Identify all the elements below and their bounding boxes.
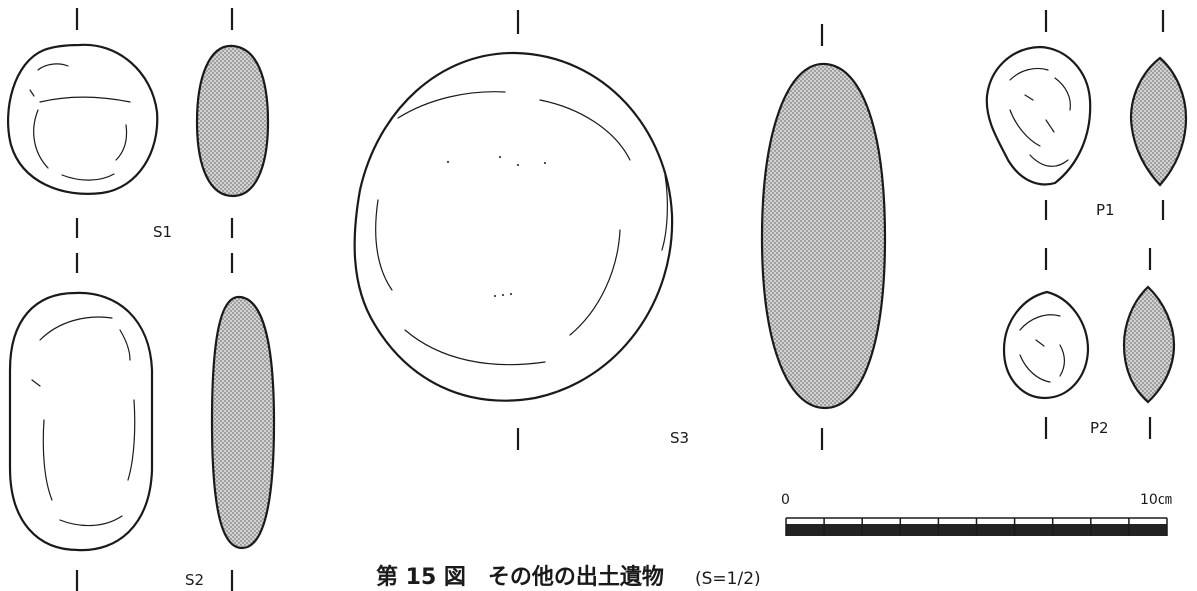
artifact-p2: P2 (1002, 248, 1176, 439)
artifact-p1: P1 (985, 10, 1188, 220)
s1-label: S1 (153, 223, 172, 241)
s1-plan-outline (7, 43, 159, 195)
s1-axis-ticks (75, 8, 234, 238)
caption-scale: (S=1/2) (695, 569, 761, 589)
s3-section (760, 62, 887, 410)
s2-plan-outline (8, 291, 154, 552)
p1-plan-outline (985, 45, 1092, 186)
caption-main: 第 15 図 その他の出土遺物 (376, 564, 664, 590)
scale-bar: 0 10㎝ (781, 492, 1172, 536)
p1-axis-ticks (1044, 10, 1165, 220)
p2-surface-details (1019, 314, 1066, 383)
p1-section (1129, 56, 1188, 187)
scale-end-label: 10㎝ (1140, 492, 1172, 508)
artifact-s3: S3 (353, 10, 887, 450)
s2-axis-ticks (75, 253, 234, 591)
artifact-s1: S1 (7, 8, 270, 241)
p2-plan-outline (1002, 290, 1090, 400)
s3-surface-details (375, 91, 668, 366)
artifact-s2: S2 (8, 253, 276, 591)
figure-caption: 第 15 図 その他の出土遺物 (S=1/2) (376, 564, 761, 590)
p2-axis-ticks (1044, 248, 1152, 439)
s1-surface-details (29, 63, 131, 181)
scale-bar-ticks (785, 518, 1168, 536)
s2-label: S2 (185, 571, 204, 589)
s3-axis-ticks (516, 10, 824, 450)
s2-section (210, 295, 276, 550)
s1-section (195, 44, 270, 198)
p1-surface-details (1009, 67, 1071, 167)
s2-surface-details (31, 316, 136, 527)
p2-section (1122, 285, 1176, 404)
p1-label: P1 (1096, 201, 1115, 219)
s3-label: S3 (670, 429, 689, 447)
scale-start-label: 0 (781, 492, 790, 508)
s3-plan-outline (353, 51, 674, 402)
p2-label: P2 (1090, 419, 1109, 437)
